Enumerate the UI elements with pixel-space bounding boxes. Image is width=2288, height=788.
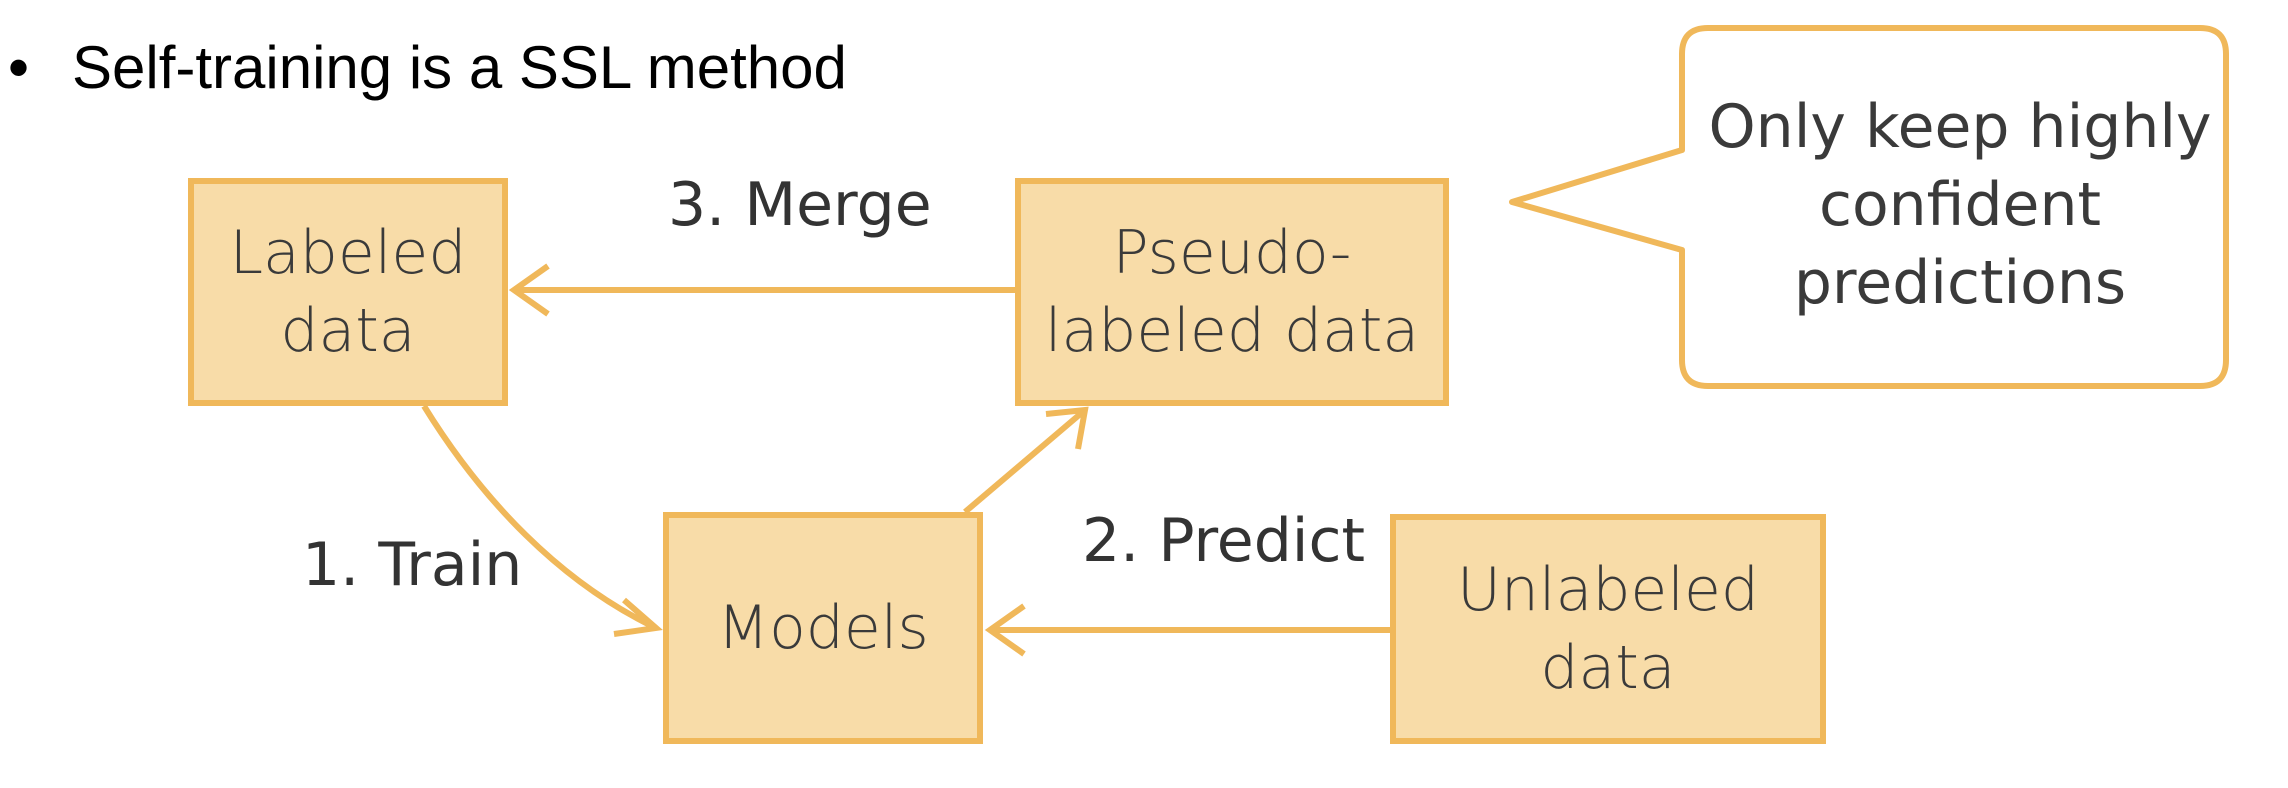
unlabeled-data-node: Unlabeled data	[1390, 514, 1826, 744]
models-to-pseudo-arrow	[963, 406, 1089, 515]
labeled-data-node: Labeled data	[188, 178, 508, 406]
predict-arrow	[984, 603, 1390, 657]
bullet-dot: •	[8, 33, 30, 101]
train-arrow	[421, 404, 663, 637]
train-label: 1. Train	[302, 530, 523, 600]
merge-arrow	[508, 263, 1015, 317]
callout-text: Only keep highly confident predictions	[1708, 92, 2212, 318]
models-node: Models	[663, 512, 983, 744]
predict-label: 2. Predict	[1082, 506, 1365, 576]
merge-label: 3. Merge	[668, 170, 932, 240]
callout-bubble	[1509, 25, 2229, 389]
bullet-heading: • Self-training is a SSL method	[8, 22, 847, 112]
pseudo-labeled-data-node: Pseudo- labeled data	[1015, 178, 1449, 406]
bullet-text: Self-training is a SSL method	[72, 33, 847, 101]
